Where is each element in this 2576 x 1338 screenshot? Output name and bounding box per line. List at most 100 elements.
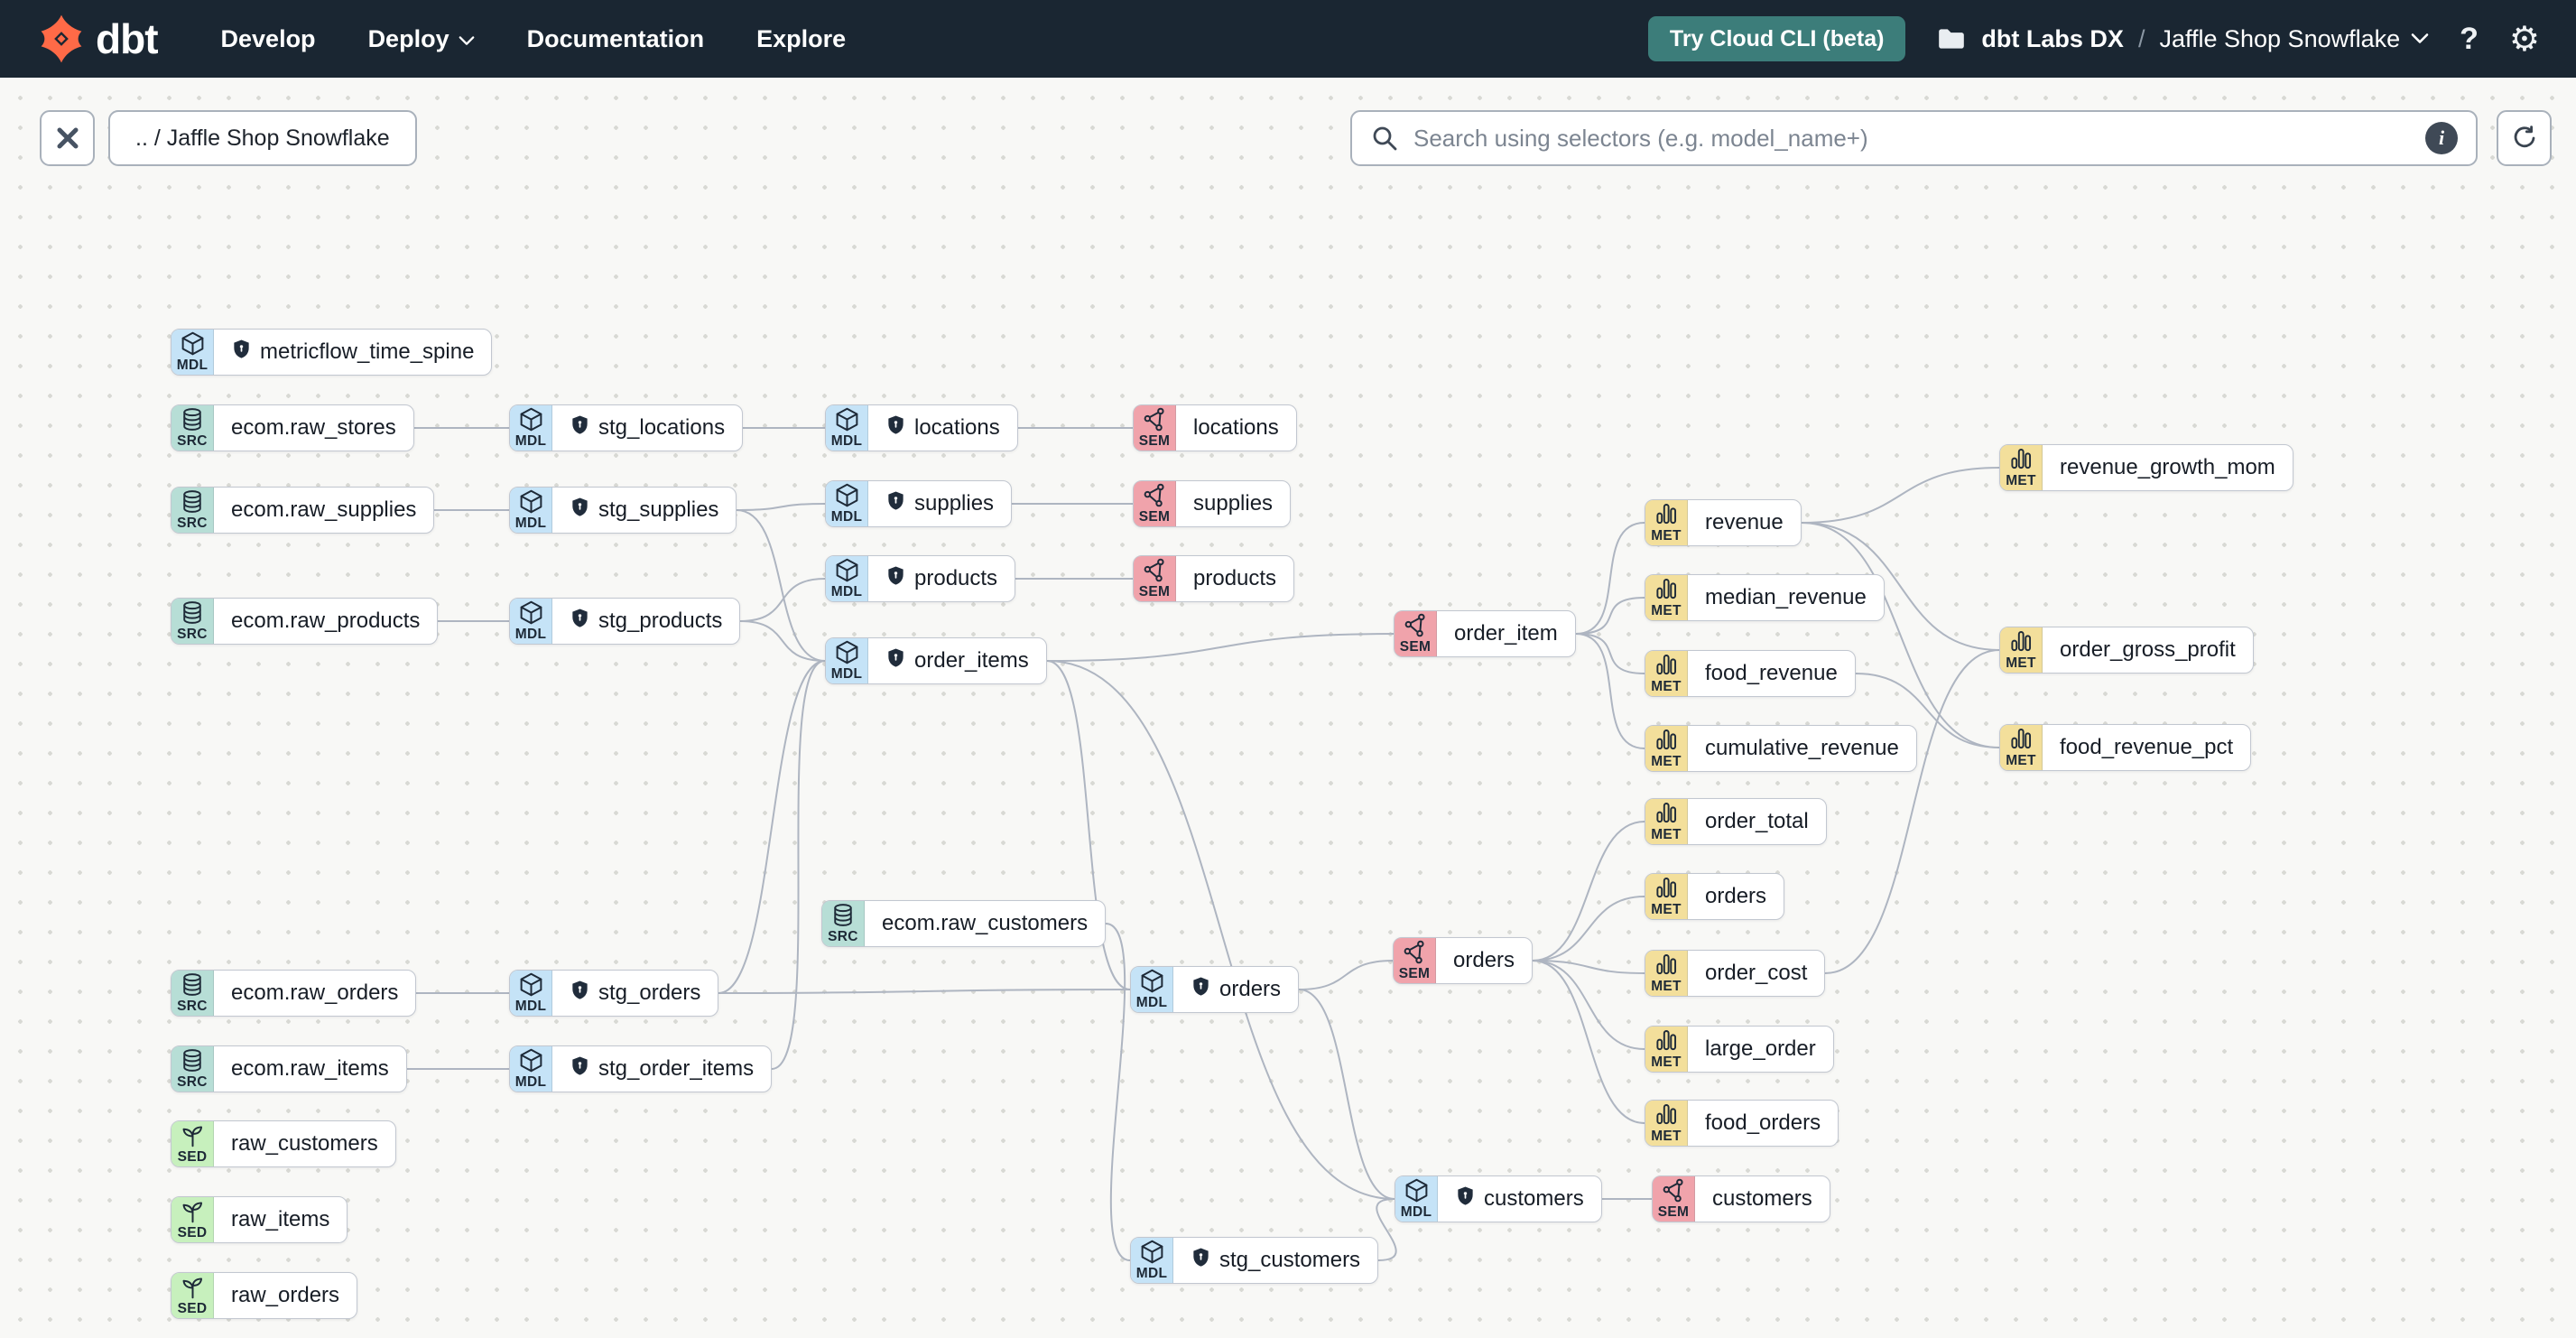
node-name: food_revenue <box>1705 661 1838 685</box>
shield-icon <box>570 980 590 1007</box>
gear-icon[interactable]: ⚙ <box>2508 19 2540 59</box>
share-badge: SEM <box>1395 611 1437 656</box>
database-badge: SRC <box>171 599 214 644</box>
info-icon[interactable]: i <box>2425 122 2458 154</box>
node-type-label: SED <box>177 1301 208 1316</box>
node-name: ecom.raw_supplies <box>231 497 417 522</box>
main-nav: Develop Deploy Documentation Explore <box>221 25 847 53</box>
share-badge: SEM <box>1134 556 1176 601</box>
cube-badge: MDL <box>1131 1238 1173 1283</box>
project-selector[interactable]: Jaffle Shop Snowflake <box>2159 25 2429 53</box>
bars-badge: MET <box>1645 651 1688 696</box>
lineage-edges <box>407 426 2000 1261</box>
bars-badge: MET <box>1645 799 1688 844</box>
node-label: stg_customers <box>1173 1238 1377 1283</box>
edge-mdl-stg-supplies-to-mdl-order-items <box>736 509 826 662</box>
node-name: raw_orders <box>231 1283 340 1307</box>
node-label: revenue_growth_mom <box>2043 445 2293 490</box>
dbt-logo[interactable]: dbt <box>36 14 159 64</box>
nav-item-deploy[interactable]: Deploy <box>368 25 475 53</box>
nav-item-develop[interactable]: Develop <box>221 25 316 53</box>
breadcrumb[interactable]: .. / Jaffle Shop Snowflake <box>108 110 417 166</box>
share-icon <box>1661 1177 1687 1203</box>
bars-icon <box>1654 952 1679 978</box>
shield-icon <box>570 1055 590 1082</box>
refresh-button[interactable] <box>2497 110 2552 166</box>
node-sed-raw-orders[interactable]: SED raw_orders <box>171 1272 358 1319</box>
node-type-label: SRC <box>177 627 208 642</box>
shield-icon <box>885 414 906 441</box>
share-icon <box>1142 482 1168 508</box>
help-icon[interactable]: ? <box>2460 21 2479 56</box>
node-type-label: MET <box>1651 679 1682 694</box>
cube-icon <box>518 971 544 998</box>
share-badge: SEM <box>1653 1176 1695 1222</box>
node-label: stg_locations <box>552 405 742 451</box>
node-name: stg_locations <box>598 415 726 440</box>
node-name: stg_customers <box>1219 1248 1361 1272</box>
node-mdl-stg-customers[interactable]: MDL stg_customers <box>1130 1237 1379 1284</box>
node-type-label: MET <box>1651 603 1682 618</box>
nav-item-documentation[interactable]: Documentation <box>527 25 705 53</box>
edge-sem-order-item-to-met-cumulative-revenue <box>1575 633 1645 749</box>
cube-icon <box>1139 1239 1165 1265</box>
try-cloud-cli-button[interactable]: Try Cloud CLI (beta) <box>1647 16 1906 61</box>
node-type-label: MDL <box>1400 1204 1432 1220</box>
search-icon <box>1373 126 1397 151</box>
database-badge: SRC <box>171 405 214 451</box>
nav-item-explore[interactable]: Explore <box>756 25 846 53</box>
account-name[interactable]: dbt Labs DX <box>1981 24 2124 52</box>
cube-icon <box>834 557 860 583</box>
lineage-canvas[interactable]: .. / Jaffle Shop Snowflake i MDLmetricfl… <box>0 78 2576 1338</box>
edge-met-food-revenue-to-met-food-revenue-pct <box>1855 673 2000 748</box>
node-met-food-revenue[interactable]: MET food_revenue <box>1645 650 1856 697</box>
search-input[interactable] <box>1413 124 2411 153</box>
node-label: orders <box>1436 938 1532 983</box>
node-type-label: SRC <box>177 999 208 1014</box>
node-label: orders <box>1688 874 1784 919</box>
node-label: order_total <box>1688 799 1826 844</box>
brand-text: dbt <box>96 15 159 62</box>
node-type-label: MET <box>1651 754 1682 769</box>
node-name: order_gross_profit <box>2060 637 2236 662</box>
bars-badge: MET <box>1645 500 1688 545</box>
close-button[interactable] <box>40 110 95 166</box>
